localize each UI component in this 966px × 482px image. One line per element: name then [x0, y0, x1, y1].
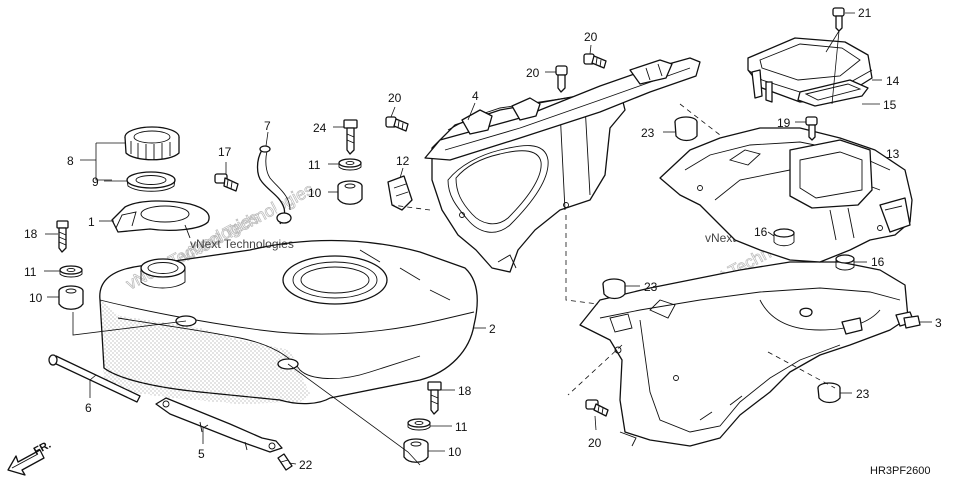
callout-12: 12 — [396, 154, 410, 168]
connector-3 — [903, 315, 921, 329]
breather-hose — [256, 145, 292, 225]
direction-label: FR. — [32, 439, 53, 458]
bolt-24 — [343, 119, 358, 155]
callout-24: 24 — [313, 121, 327, 135]
watermark-text: vNext Technologies — [190, 237, 294, 251]
bolt-18-right — [427, 381, 442, 415]
callout-14: 14 — [886, 74, 900, 88]
leader-lines — [44, 12, 932, 466]
mount-23-a — [674, 116, 698, 142]
clip-22 — [277, 453, 293, 471]
grommet-10-low — [403, 438, 429, 463]
callout-9: 9 — [92, 175, 99, 189]
fuel-tank — [99, 239, 478, 405]
mount-23-b — [602, 278, 626, 300]
bolt-19 — [805, 116, 818, 141]
callout-10: 10 — [308, 186, 322, 200]
washer-11-mid — [338, 158, 362, 171]
callout-18: 18 — [24, 227, 38, 241]
tank-bracket — [155, 397, 283, 453]
callout-11: 11 — [455, 420, 468, 434]
cap-16-b — [835, 254, 855, 271]
clip-12 — [387, 175, 413, 211]
callout-8: 8 — [67, 154, 74, 168]
callout-21: 21 — [858, 6, 872, 20]
callout-23: 23 — [856, 387, 870, 401]
callout-20: 20 — [584, 30, 598, 44]
washer-11-left — [59, 265, 83, 278]
callout-1: 1 — [88, 215, 95, 229]
bolt-20-b — [555, 65, 568, 93]
callout-4: 4 — [472, 89, 479, 103]
bolt-20-a — [385, 116, 409, 132]
front-direction-indicator: FR. — [7, 439, 53, 476]
bolt-20-c — [583, 53, 607, 69]
callout-10: 10 — [448, 445, 462, 459]
callout-20: 20 — [526, 66, 540, 80]
bolt-17 — [214, 173, 239, 192]
callout-16: 16 — [871, 255, 885, 269]
callout-11: 11 — [24, 265, 37, 279]
callout-20: 20 — [388, 91, 402, 105]
cap-16-a — [773, 228, 795, 247]
bolt-21 — [832, 7, 845, 32]
callout-7: 7 — [264, 119, 271, 133]
arrow-icon — [7, 449, 45, 476]
filler-cap — [124, 126, 180, 161]
callout-20: 20 — [588, 436, 602, 450]
bolt-18-left — [56, 220, 69, 253]
callout-22: 22 — [299, 458, 313, 472]
callout-10: 10 — [29, 291, 43, 305]
bolt-20-d — [585, 399, 609, 417]
filler-ring — [111, 200, 210, 239]
mount-23-c — [817, 382, 841, 404]
callout-5: 5 — [198, 447, 205, 461]
callout-18: 18 — [458, 384, 472, 398]
frame-bracket — [424, 57, 701, 161]
callout-23: 23 — [641, 126, 655, 140]
callout-labels: 8 9 1 18 11 10 6 5 22 17 7 24 11 10 20 4… — [24, 6, 942, 472]
callout-23: 23 — [644, 280, 658, 294]
callout-16: 16 — [754, 225, 768, 239]
tank-rod — [48, 354, 141, 403]
callout-6: 6 — [85, 401, 92, 415]
diagram-code: HR3PF2600 — [870, 465, 931, 477]
callout-2: 2 — [489, 322, 496, 336]
callout-11: 11 — [308, 158, 321, 172]
cap-seal — [126, 171, 176, 192]
callout-19: 19 — [777, 116, 791, 130]
battery-box — [659, 127, 913, 263]
grommet-10-left — [58, 285, 84, 310]
callout-13: 13 — [886, 147, 900, 161]
lower-tray — [579, 261, 915, 447]
callout-3: 3 — [935, 316, 942, 330]
callout-17: 17 — [218, 145, 232, 159]
washer-11-low — [407, 418, 431, 431]
grommet-10-mid — [337, 180, 363, 205]
callout-15: 15 — [883, 98, 897, 112]
